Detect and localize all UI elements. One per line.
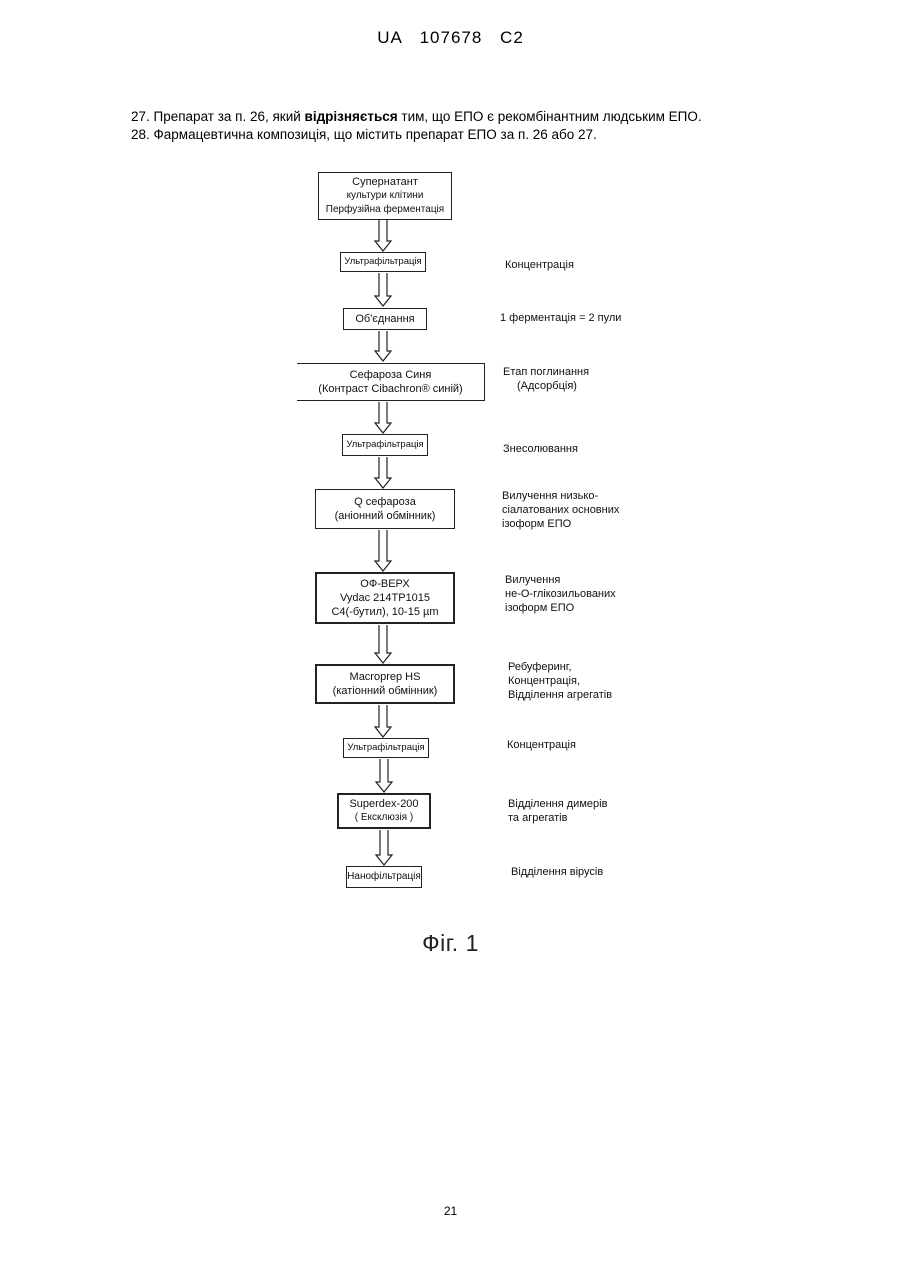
patent-number-header: UA 107678 C2 — [0, 28, 901, 48]
step-ultrafiltration-2: Ультрафільтрація — [342, 434, 428, 456]
note-virus-removal: Відділення вірусів — [511, 865, 603, 879]
note-desalting: Знесолювання — [503, 442, 578, 456]
step-macroprep-hs: Macroprep HS(катіонний обмінник) — [315, 664, 455, 704]
note-fermentation-pools: 1 ферментація = 2 пули — [500, 311, 621, 325]
down-arrow-icon — [373, 331, 393, 362]
step-nanofiltration: Нанофільтрація — [346, 866, 422, 888]
down-arrow-icon — [373, 530, 393, 572]
note-rebuffering: Ребуферинг,Концентрація,Відділення агрег… — [508, 660, 612, 702]
note-non-o-glycosylated-removal: Вилученняне-О-глікозильованихізоформ ЕПО — [505, 573, 616, 615]
page-number: 21 — [0, 1204, 901, 1218]
step-rp-hplc: ОФ-ВЕРХVydac 214TP1015C4(-бутил), 10-15 … — [315, 572, 455, 624]
claims-text: 27. Препарат за п. 26, який відрізняєтьс… — [131, 108, 702, 144]
note-concentration-1: Концентрація — [505, 258, 574, 272]
step-supernatant: Супернатанткультури клітиниПерфузійна фе… — [318, 172, 452, 220]
note-adsorption: Етап поглинання(Адсорбція) — [503, 365, 589, 393]
down-arrow-icon — [373, 625, 393, 664]
step-ultrafiltration-1: Ультрафільтрація — [340, 252, 426, 272]
down-arrow-icon — [374, 830, 394, 866]
down-arrow-icon — [373, 402, 393, 434]
note-concentration-2: Концентрація — [507, 738, 576, 752]
step-pooling: Об'єднання — [343, 308, 427, 330]
figure-caption: Фіг. 1 — [0, 930, 901, 957]
claim-27: 27. Препарат за п. 26, який відрізняєтьс… — [131, 108, 702, 126]
note-low-sialated-removal: Вилучення низько-сіалатованих основнихіз… — [502, 489, 619, 531]
step-superdex-200: Superdex-200( Ексклюзія ) — [337, 793, 431, 829]
claim-28: 28. Фармацевтична композиція, що містить… — [131, 126, 702, 144]
note-dimer-separation: Відділення димерівта агрегатів — [508, 797, 607, 825]
down-arrow-icon — [373, 220, 393, 252]
down-arrow-icon — [373, 273, 393, 307]
step-blue-sepharose: Сефароза Синя(Контраст Cibachron® синій) — [297, 363, 485, 401]
down-arrow-icon — [373, 705, 393, 738]
down-arrow-icon — [373, 457, 393, 489]
step-ultrafiltration-3: Ультрафільтрація — [343, 738, 429, 758]
down-arrow-icon — [374, 759, 394, 793]
step-q-sepharose: Q сефароза(аніонний обмінник) — [315, 489, 455, 529]
